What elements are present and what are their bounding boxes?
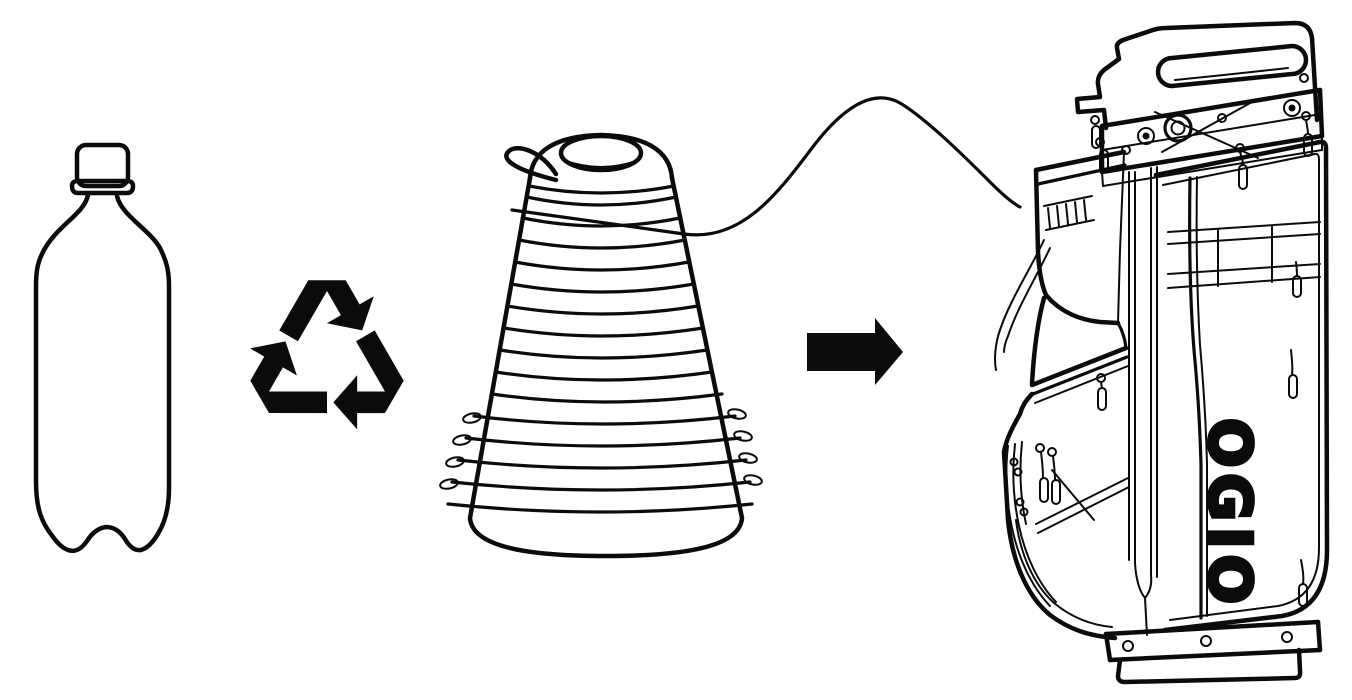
bottle-outline-icon — [33, 142, 172, 554]
thread-line — [510, 96, 1022, 237]
golf-cart-bag-icon: OGIO — [994, 20, 1330, 685]
thread-cone-icon — [439, 132, 763, 559]
ogio-logo: OGIO — [1196, 418, 1264, 610]
recycle-icon — [236, 280, 419, 439]
arrow-right-icon — [807, 318, 903, 385]
